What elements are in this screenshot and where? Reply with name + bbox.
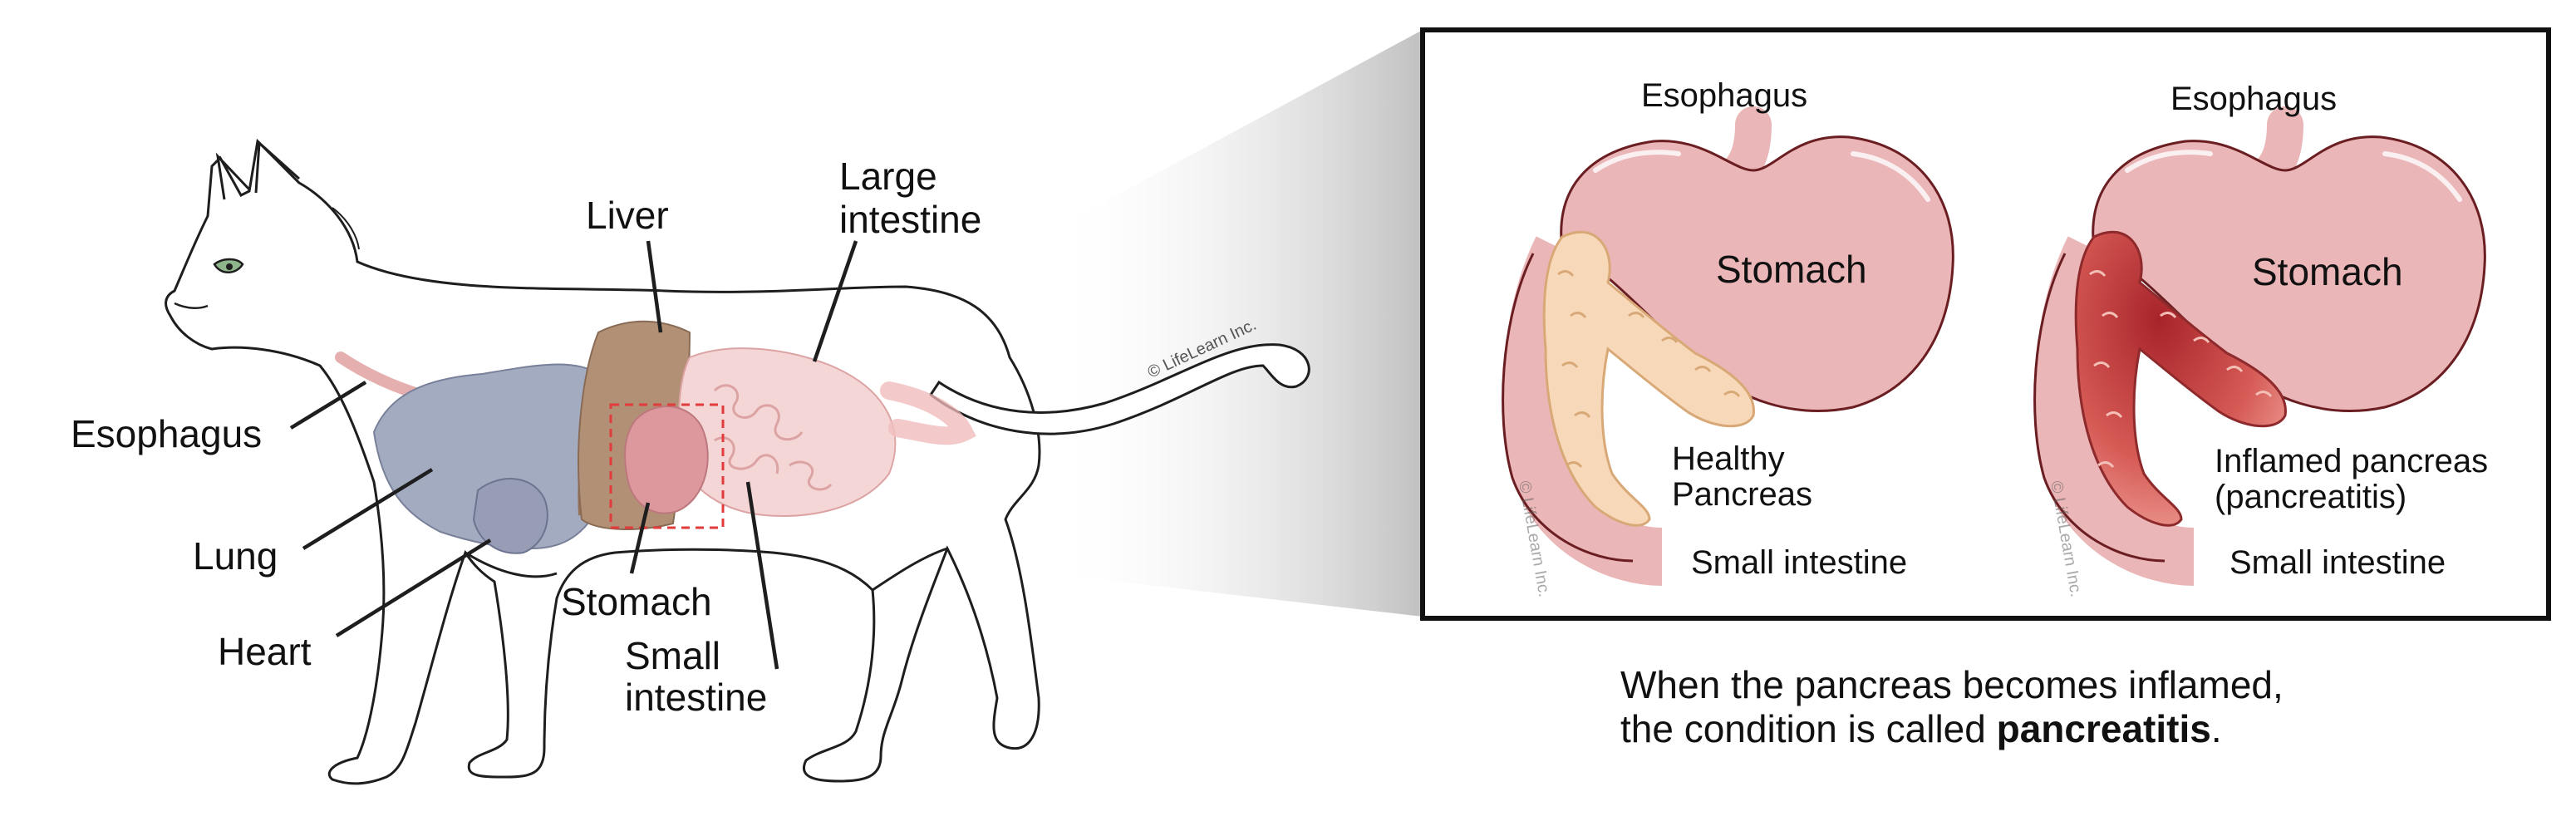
cat-ear-left <box>215 152 251 200</box>
healthy-label-esophagus: Esophagus <box>1641 77 1807 114</box>
label-esophagus: Esophagus <box>71 412 262 455</box>
cat-far-leg-back <box>872 547 948 592</box>
label-heart: Heart <box>218 630 312 673</box>
cat-mouth <box>174 302 209 309</box>
healthy-label-pancreas: Healthy Pancreas <box>1672 440 1812 513</box>
label-small-intestine: Small intestine <box>625 634 767 719</box>
cat-tail <box>928 343 1310 435</box>
label-liver: Liver <box>586 194 669 237</box>
healthy-small-intestine-tube <box>1502 236 1664 586</box>
cat-far-leg-front <box>465 551 558 578</box>
inflamed-label-pancreas: Inflamed pancreas (pancreatitis) <box>2215 443 2497 515</box>
leader-liver <box>646 240 663 333</box>
inflamed-label-esophagus: Esophagus <box>2170 81 2337 117</box>
label-stomach: Stomach <box>561 580 712 623</box>
caption-prefix: the condition is called <box>1620 707 1997 750</box>
leader-heart <box>335 538 492 637</box>
caption-line-1: When the pancreas becomes inflamed, <box>1620 663 2283 706</box>
leader-stomach <box>629 502 651 574</box>
healthy-pancreas <box>1542 230 1755 527</box>
inflamed-pancreas <box>2074 230 2287 527</box>
leader-small-intestine <box>745 481 779 670</box>
cat-organs <box>335 320 976 554</box>
cat-ear-right <box>254 140 301 194</box>
inflamed-label-stomach: Stomach <box>2252 250 2403 293</box>
inflamed-label-small-intestine: Small intestine <box>2229 544 2446 581</box>
cat-stomach <box>624 406 709 514</box>
leader-large-intestine <box>812 240 858 362</box>
healthy-label-small-intestine: Small intestine <box>1691 544 1907 581</box>
caption-suffix: . <box>2211 707 2222 750</box>
cat-illustration: © LifeLearn Inc. Liver Large intestine E… <box>71 138 1310 785</box>
inflamed-small-intestine-tube <box>2034 236 2195 586</box>
zoom-region-box <box>609 403 725 529</box>
inflamed-illustration: © LifeLearn Inc. <box>2033 106 2486 598</box>
caption-bold-term: pancreatitis <box>1997 707 2211 750</box>
label-large-intestine: Large intestine <box>839 155 981 241</box>
healthy-label-stomach: Stomach <box>1716 248 1867 291</box>
caption-line-2: the condition is called pancreatitis. <box>1620 707 2222 750</box>
leader-esophagus <box>289 381 367 430</box>
cat-large-intestine <box>880 381 976 445</box>
leader-lines <box>289 240 858 670</box>
zoom-cone <box>1047 30 1423 617</box>
label-lung: Lung <box>193 534 278 578</box>
healthy-illustration: © LifeLearn Inc. <box>1502 106 1954 598</box>
leader-lung <box>302 468 434 550</box>
